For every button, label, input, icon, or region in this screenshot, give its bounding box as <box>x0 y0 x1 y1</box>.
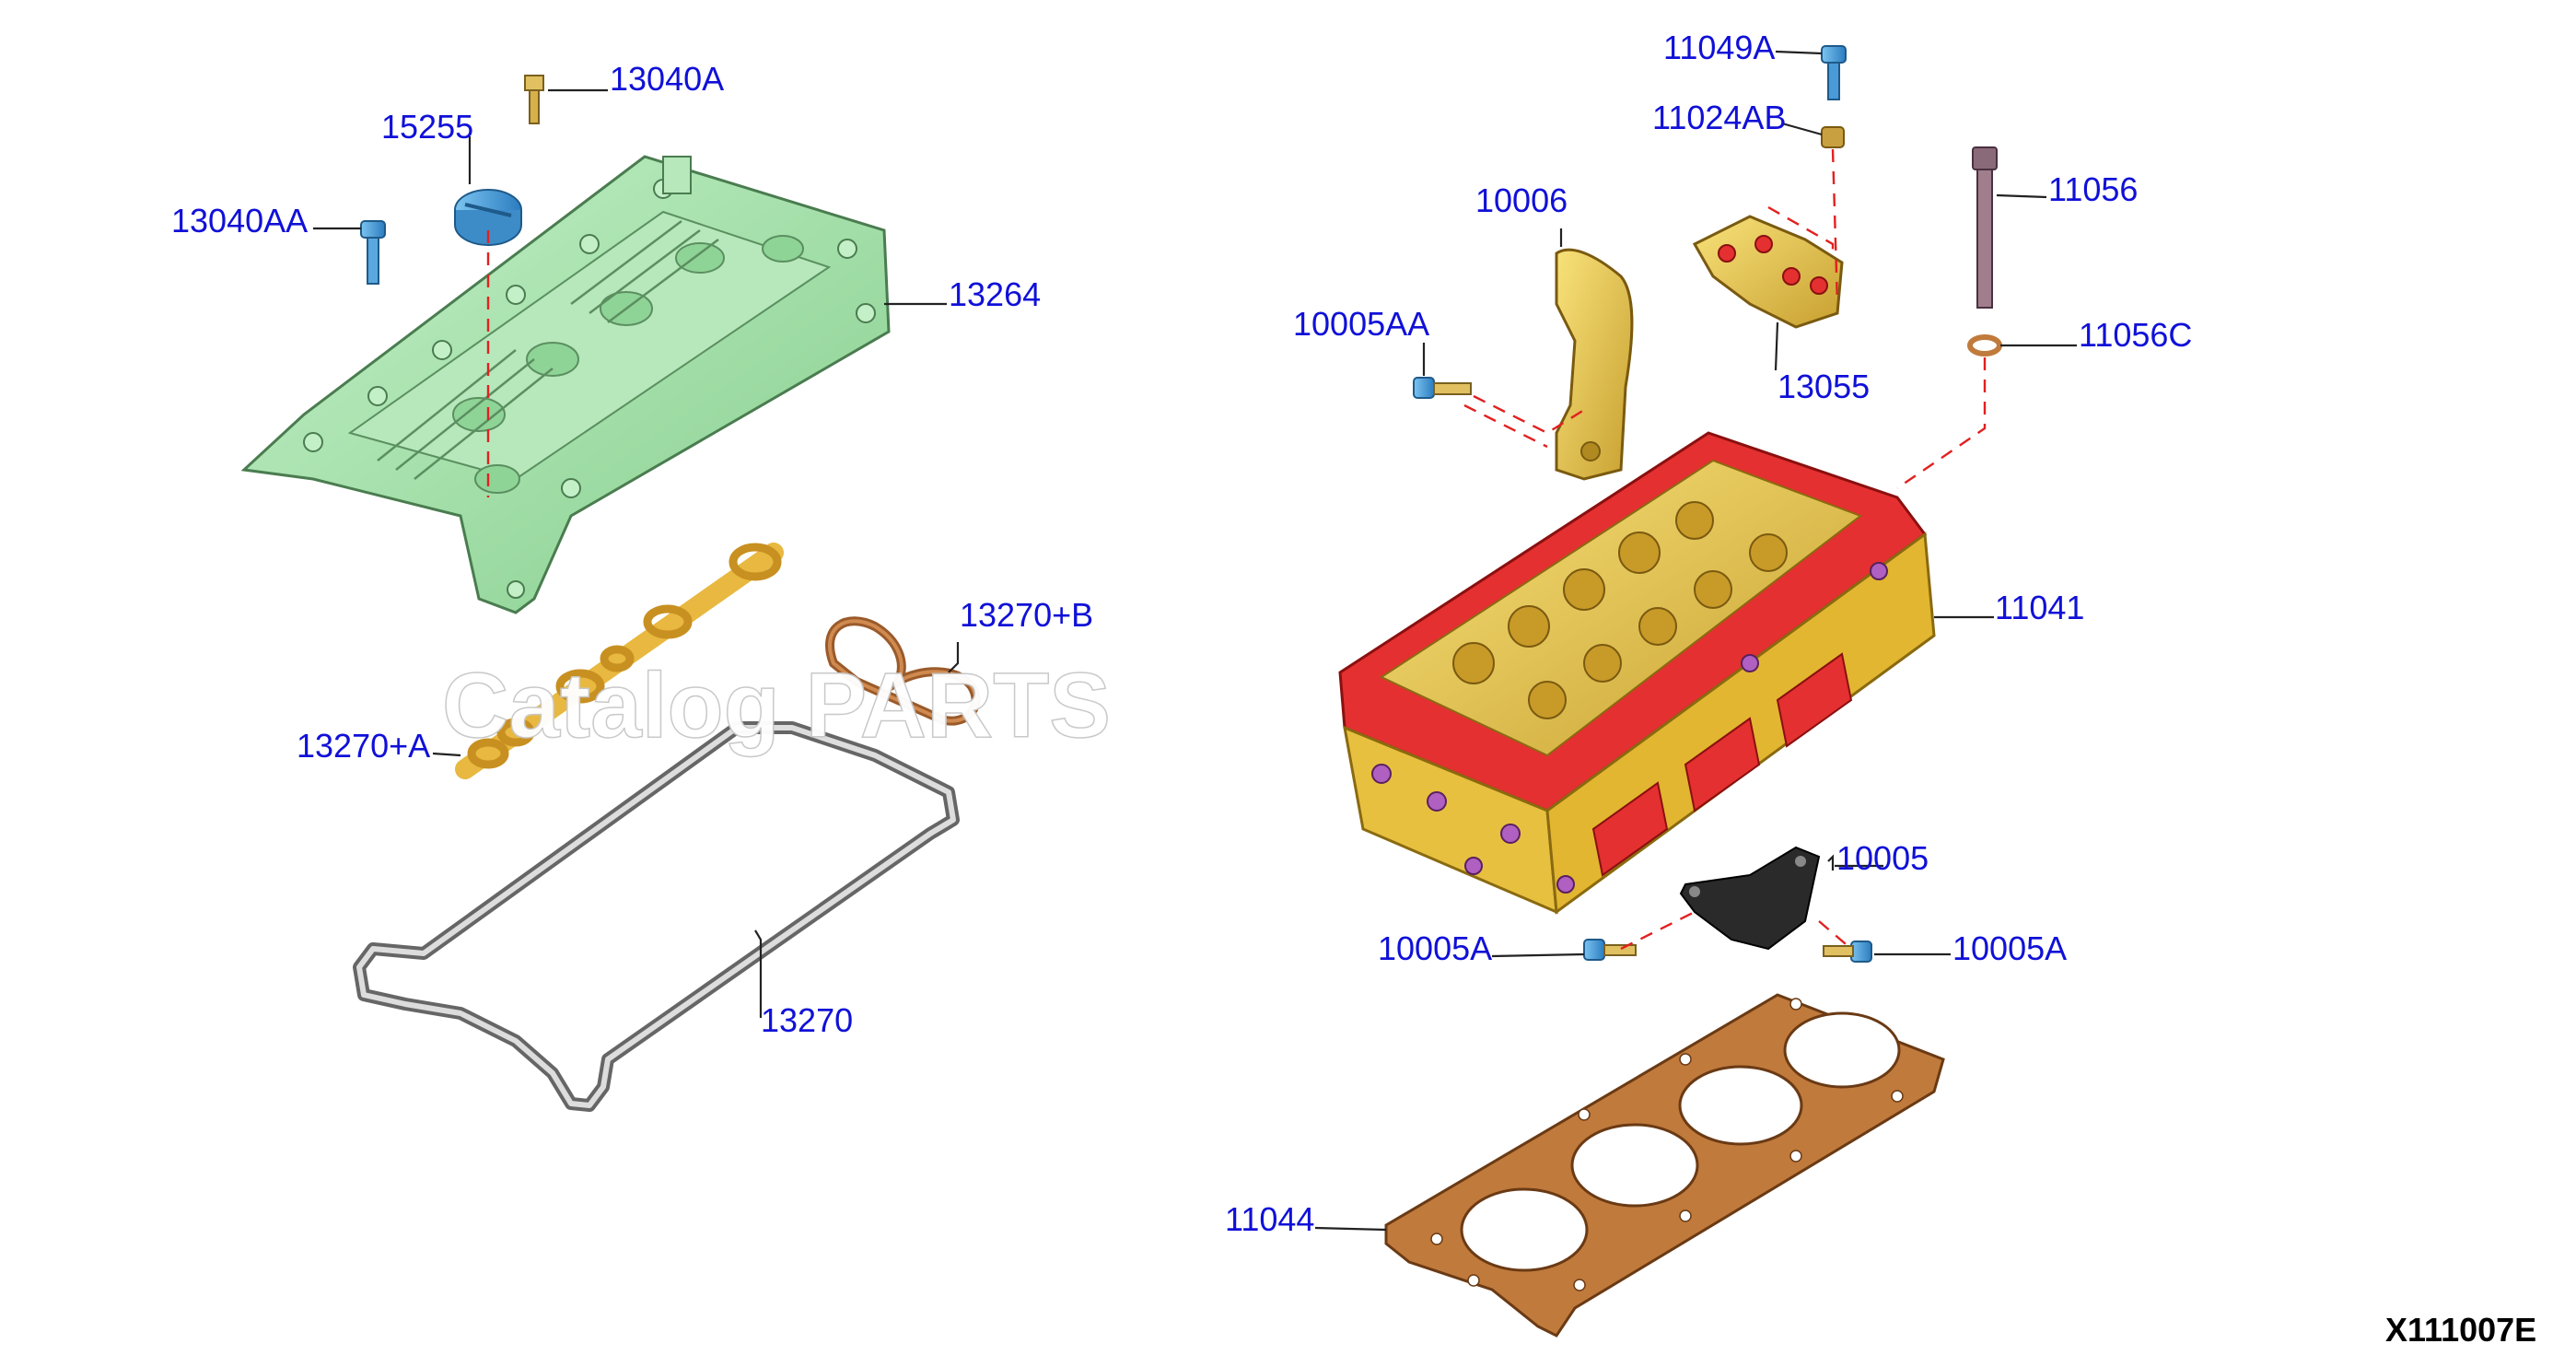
label-11044[interactable]: 11044 <box>1225 1200 1314 1238</box>
plug-tube-seal-13270A <box>455 543 784 779</box>
label-13055[interactable]: 13055 <box>1778 368 1870 405</box>
bolt-10005A-left <box>1583 939 1637 961</box>
lifting-bracket-10006 <box>1555 248 1634 481</box>
label-13040A[interactable]: 13040A <box>610 60 724 98</box>
label-10005[interactable]: 10005 <box>1836 839 1929 877</box>
label-10005A-left[interactable]: 10005A <box>1378 929 1492 967</box>
camshaft-seal-13270B <box>825 616 981 726</box>
label-11041[interactable]: 11041 <box>1995 589 2084 626</box>
bolt-11049A <box>1821 45 1847 100</box>
label-15255[interactable]: 15255 <box>381 108 473 146</box>
label-13270-A[interactable]: 13270+A <box>297 727 430 765</box>
label-13264[interactable]: 13264 <box>949 275 1041 313</box>
bolt-13040A <box>524 75 544 124</box>
label-13040AA[interactable]: 13040AA <box>171 202 308 240</box>
bolt-10005A-right <box>1823 941 1872 963</box>
label-10005A-right[interactable]: 10005A <box>1952 929 2067 967</box>
label-11049A[interactable]: 11049A <box>1663 29 1775 66</box>
cam-bracket-13055 <box>1692 215 1844 329</box>
label-11056[interactable]: 11056 <box>2048 170 2138 208</box>
valve-cover-13264 <box>240 155 891 614</box>
valve-cover-gasket-13270 <box>353 721 960 1112</box>
spacer-11024AB <box>1821 126 1845 148</box>
label-10005AA[interactable]: 10005AA <box>1293 305 1429 343</box>
oil-filler-cap-15255 <box>454 189 522 246</box>
figure-code: X111007E <box>2385 1311 2536 1349</box>
head-gasket-11044 <box>1384 993 1945 1338</box>
leader-lines <box>313 50 2077 1232</box>
assembly-lines <box>1463 148 1987 951</box>
bolt-13040AA <box>360 220 386 285</box>
label-11024AB[interactable]: 11024AB <box>1652 99 1786 136</box>
part-labels: 13040A 15255 13040AA 13264 13270+B 13270… <box>171 29 2192 1238</box>
label-11056C[interactable]: 11056C <box>2079 316 2192 354</box>
bracket-10005 <box>1679 846 1821 951</box>
washer-11056C <box>1967 334 2002 356</box>
label-13270[interactable]: 13270 <box>761 1001 853 1039</box>
label-13270-B[interactable]: 13270+B <box>960 596 1093 634</box>
cylinder-head-11041 <box>1338 431 1936 915</box>
bolt-10005AA <box>1413 377 1472 399</box>
label-10006[interactable]: 10006 <box>1475 181 1568 219</box>
watermark: Catalog PARTS <box>442 654 1111 757</box>
head-bolt-11056 <box>1972 146 1998 309</box>
